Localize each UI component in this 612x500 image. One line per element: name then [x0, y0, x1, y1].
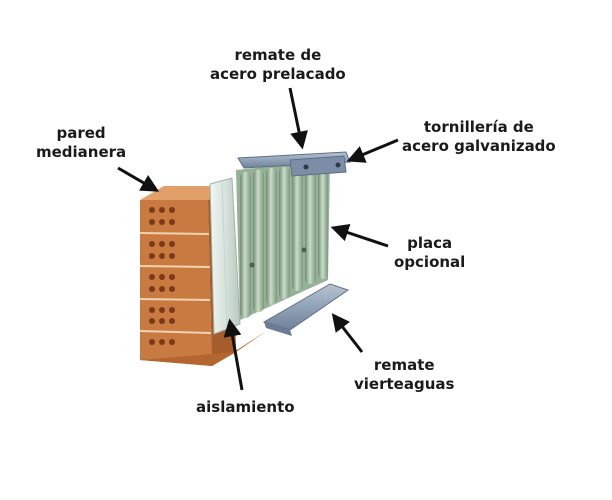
label-line: opcional: [394, 253, 466, 271]
label-placa: placa opcional: [394, 234, 465, 272]
brick-front: [140, 200, 212, 366]
label-line: medianera: [36, 143, 127, 161]
label-line: remate: [373, 356, 435, 374]
label-line: pared: [56, 124, 106, 142]
label-tornilleria: tornillería de acero galvanizado: [402, 118, 556, 156]
label-pared: pared medianera: [36, 124, 126, 162]
brick-top: [140, 186, 232, 200]
brick-joints: [139, 232, 212, 334]
arrow-tornilleria: [346, 138, 399, 163]
insulation-board: [209, 177, 241, 335]
callout-arrows: [117, 87, 399, 391]
arrow-placa: [330, 224, 389, 248]
arrow-remate-acero: [288, 87, 308, 150]
label-line: acero prelacado: [210, 65, 346, 83]
top-flashing: [237, 151, 351, 177]
bottom-flashing: [262, 283, 350, 336]
label-line: aislamiento: [196, 398, 295, 416]
screw-dot: [249, 262, 255, 268]
arrow-vierteaguas: [331, 313, 364, 353]
label-line: placa: [407, 234, 453, 252]
arrow-aislamiento: [223, 318, 244, 391]
label-aislamiento: aislamiento: [196, 398, 295, 417]
arrow-pared: [117, 166, 160, 192]
screw-dot: [301, 247, 307, 253]
label-line: vierteaguas: [354, 375, 455, 393]
label-remate-acero: remate de acero prelacado: [210, 46, 346, 84]
label-remate-vierteaguas: remate vierteaguas: [354, 356, 454, 394]
label-line: acero galvanizado: [402, 137, 556, 155]
brick-holes: [149, 207, 175, 345]
brick-base: [140, 330, 268, 366]
label-line: remate de: [234, 46, 322, 64]
corrugated-panel: [236, 160, 330, 320]
panel-corrugations: [240, 162, 328, 318]
label-line: tornillería de: [423, 118, 534, 136]
